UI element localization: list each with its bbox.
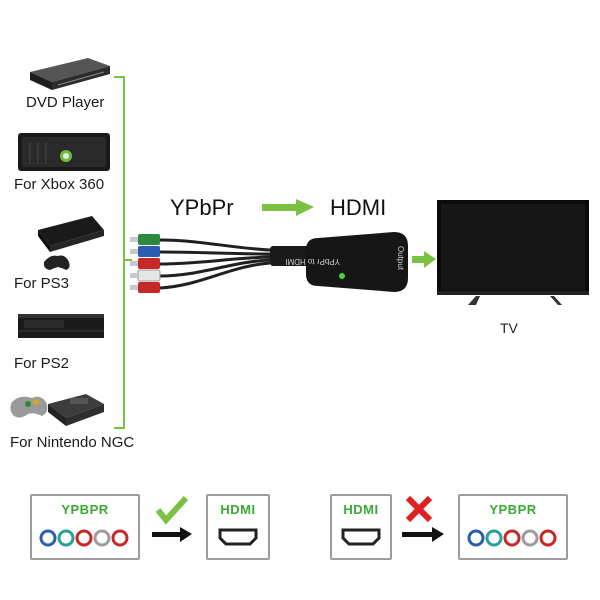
hdmi-port-icon bbox=[218, 528, 258, 546]
unsupported-arrow bbox=[402, 495, 444, 542]
device-bracket bbox=[114, 76, 132, 429]
ps3-icon bbox=[38, 216, 104, 270]
device-label-ps2: For PS2 bbox=[14, 355, 70, 372]
converter-port-text: Output bbox=[396, 246, 405, 271]
device-label-xbox360: For Xbox 360 bbox=[14, 176, 105, 193]
dvd-player-icon bbox=[30, 58, 110, 90]
ypbpr-box-title: YPBPR bbox=[61, 502, 109, 517]
converter-body-text: YPbPr to HDMI bbox=[285, 257, 340, 266]
output-arrow bbox=[412, 251, 436, 268]
check-icon bbox=[155, 495, 189, 525]
supported-arrow bbox=[152, 495, 192, 542]
converter-box: YPbPr to HDMI Output bbox=[285, 232, 408, 292]
flow-input-label: YPbPr bbox=[170, 195, 234, 220]
rca-jacks-icon bbox=[467, 529, 557, 547]
xbox360-icon bbox=[18, 133, 110, 171]
tv-icon bbox=[437, 200, 589, 305]
ypbpr-source-box: YPBPR bbox=[30, 494, 140, 560]
flow-output-label: HDMI bbox=[330, 195, 387, 220]
flow-arrow bbox=[262, 199, 314, 216]
hdmi-target-box: HDMI bbox=[206, 494, 270, 560]
device-label-ps3: For PS3 bbox=[14, 275, 70, 292]
ps2-icon bbox=[18, 314, 104, 338]
nintendo-ngc-icon bbox=[10, 394, 104, 426]
rca-jacks-icon bbox=[39, 529, 129, 547]
ypbpr-target-box: YPBPR bbox=[458, 494, 568, 560]
ypbpr-target-title: YPBPR bbox=[489, 502, 537, 517]
diagram-canvas: YPbPr to HDMI Output bbox=[10, 58, 589, 429]
tv-label: TV bbox=[500, 320, 518, 336]
hdmi-box-title: HDMI bbox=[220, 502, 256, 517]
power-led-icon bbox=[339, 273, 345, 279]
device-label-ngc: For Nintendo NGC bbox=[10, 434, 135, 451]
rca-plugs bbox=[130, 234, 161, 293]
hdmi-port-icon bbox=[341, 528, 381, 546]
device-label-dvd: DVD Player bbox=[26, 94, 105, 111]
cross-icon bbox=[405, 495, 433, 523]
hdmi-source-box: HDMI bbox=[330, 494, 392, 560]
hdmi-source-title: HDMI bbox=[343, 502, 379, 517]
